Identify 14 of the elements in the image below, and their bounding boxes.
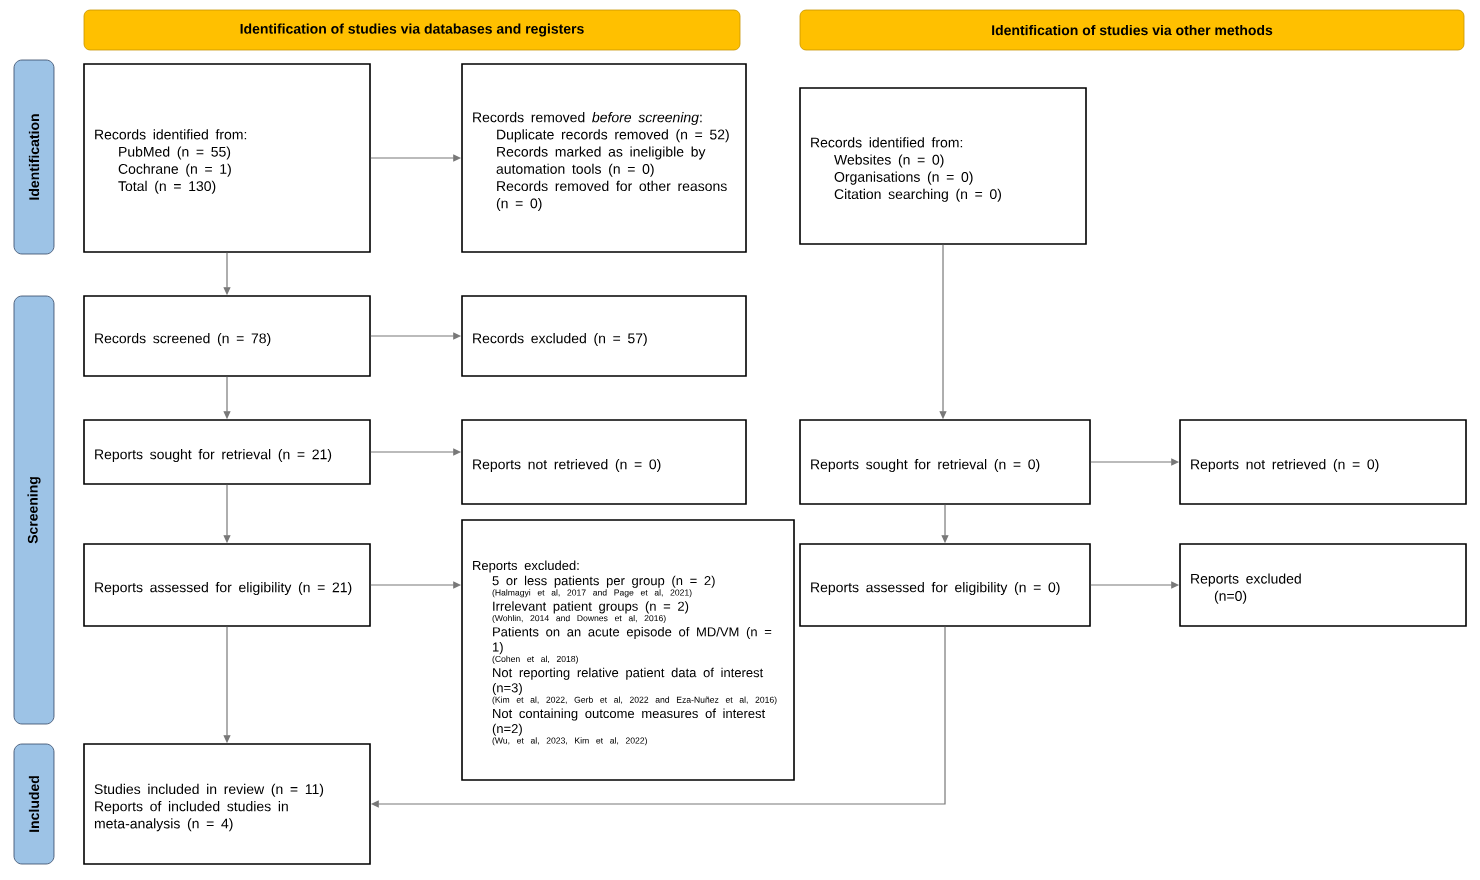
process-box <box>1179 419 1467 505</box>
process-box <box>799 419 1091 505</box>
process-box <box>83 295 371 377</box>
process-box <box>83 63 371 253</box>
process-box <box>461 419 747 505</box>
process-box <box>83 419 371 485</box>
process-box <box>799 543 1091 627</box>
process-box <box>1179 543 1467 627</box>
process-box <box>799 87 1087 245</box>
process-box <box>461 63 747 253</box>
process-box <box>461 295 747 377</box>
process-box <box>83 743 371 865</box>
process-box <box>461 519 795 781</box>
process-box <box>83 543 371 627</box>
